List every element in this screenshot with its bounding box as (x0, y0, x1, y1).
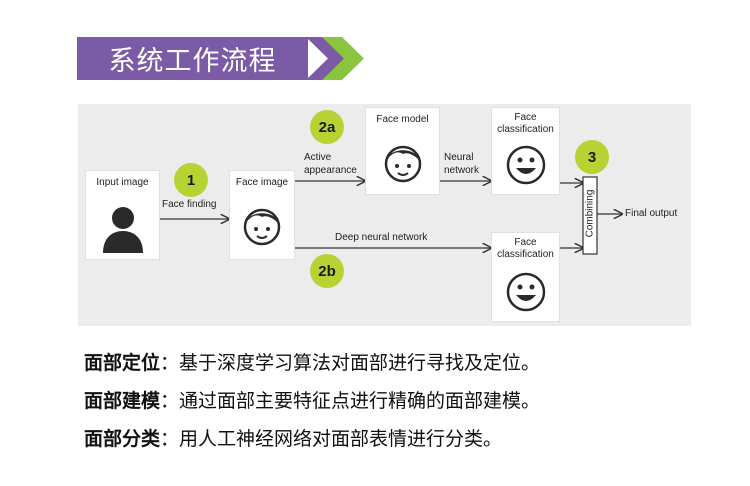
node-face-classification-bottom-label: Face classification (497, 237, 554, 260)
node-face-classification-top: Face classification (491, 107, 560, 195)
label-active: Active (304, 152, 332, 163)
description-item: 面部定位：基于深度学习算法对面部进行寻找及定位。 (84, 344, 540, 382)
step-badge-3: 3 (575, 140, 609, 174)
smiley-icon (506, 272, 545, 312)
description-separator: ： (160, 428, 180, 450)
smiley-icon (506, 145, 545, 185)
description-item: 面部建模：通过面部主要特征点进行精确的面部建模。 (84, 382, 540, 420)
description-list: 面部定位：基于深度学习算法对面部进行寻找及定位。 面部建模：通过面部主要特征点进… (84, 344, 540, 458)
label-final-output: Final output (625, 208, 678, 219)
diagram-connectors (160, 104, 691, 255)
chevron-arrows-icon (306, 37, 364, 80)
node-face-model: Face model (365, 107, 440, 195)
description-term: 面部分类 (84, 428, 161, 450)
label-face-finding: Face finding (162, 199, 217, 210)
workflow-diagram: Input image Face image Face model Face c… (78, 104, 691, 326)
description-separator: ： (160, 352, 180, 374)
node-face-image: Face image (229, 170, 295, 260)
face-icon (384, 145, 421, 183)
label-appearance: appearance (304, 165, 357, 176)
section-title: 系统工作流程 (77, 37, 308, 80)
combining-box (582, 176, 598, 255)
node-input-image-label: Input image (96, 177, 149, 188)
step-badge-2b: 2b (310, 254, 344, 288)
description-text: 用人工神经网络对面部表情进行分类。 (179, 428, 503, 450)
face-icon (243, 208, 281, 246)
step-badge-2a: 2a (310, 110, 344, 144)
description-term: 面部建模 (84, 390, 161, 412)
description-separator: ： (160, 390, 180, 412)
node-face-model-label: Face model (376, 114, 429, 125)
description-text: 通过面部主要特征点进行精确的面部建模。 (179, 390, 541, 412)
person-icon (102, 207, 143, 253)
node-face-image-label: Face image (235, 177, 289, 188)
node-face-classification-bottom: Face classification (491, 232, 560, 322)
step-badge-1: 1 (174, 163, 208, 197)
label-combining: Combining (584, 189, 596, 238)
description-term: 面部定位 (84, 352, 161, 374)
node-face-classification-top-label: Face classification (497, 112, 554, 135)
node-input-image: Input image (85, 170, 160, 260)
label-neural: Neural (444, 152, 474, 163)
label-network: network (444, 165, 480, 176)
description-text: 基于深度学习算法对面部进行寻找及定位。 (179, 352, 541, 374)
label-deep-neural-network: Deep neural network (335, 232, 428, 243)
description-item: 面部分类：用人工神经网络对面部表情进行分类。 (84, 420, 540, 458)
